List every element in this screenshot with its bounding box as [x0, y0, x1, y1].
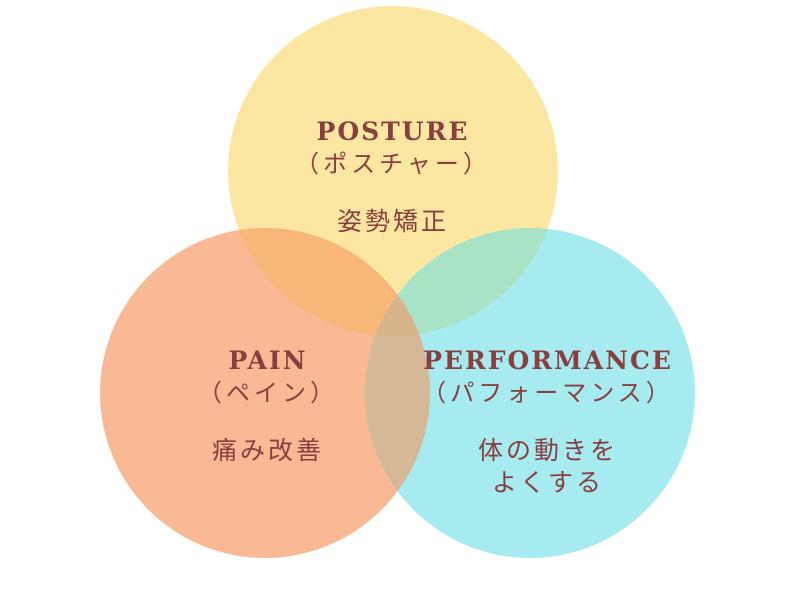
performance-desc-line1: 体の動きを	[477, 436, 618, 465]
posture-performance-overlap	[365, 228, 558, 336]
posture-kana: （ポスチャー）	[295, 150, 491, 178]
pain-label: PAIN （ペイン） 痛み改善	[198, 345, 338, 467]
posture-desc: 姿勢矯正	[336, 207, 450, 236]
posture-pain-overlap	[228, 228, 430, 336]
posture-title: POSTURE	[316, 117, 470, 146]
performance-kana: （パフォーマンス）	[422, 379, 674, 407]
pain-kana: （ペイン）	[198, 379, 338, 407]
performance-title: PERFORMANCE	[423, 346, 673, 375]
performance-label: PERFORMANCE （パフォーマンス） 体の動きを よくする	[422, 345, 674, 499]
pain-title: PAIN	[228, 346, 308, 375]
pain-desc: 痛み改善	[211, 436, 324, 465]
posture-label: POSTURE （ポスチャー） 姿勢矯正	[295, 116, 491, 238]
performance-desc-line2: よくする	[491, 468, 604, 497]
